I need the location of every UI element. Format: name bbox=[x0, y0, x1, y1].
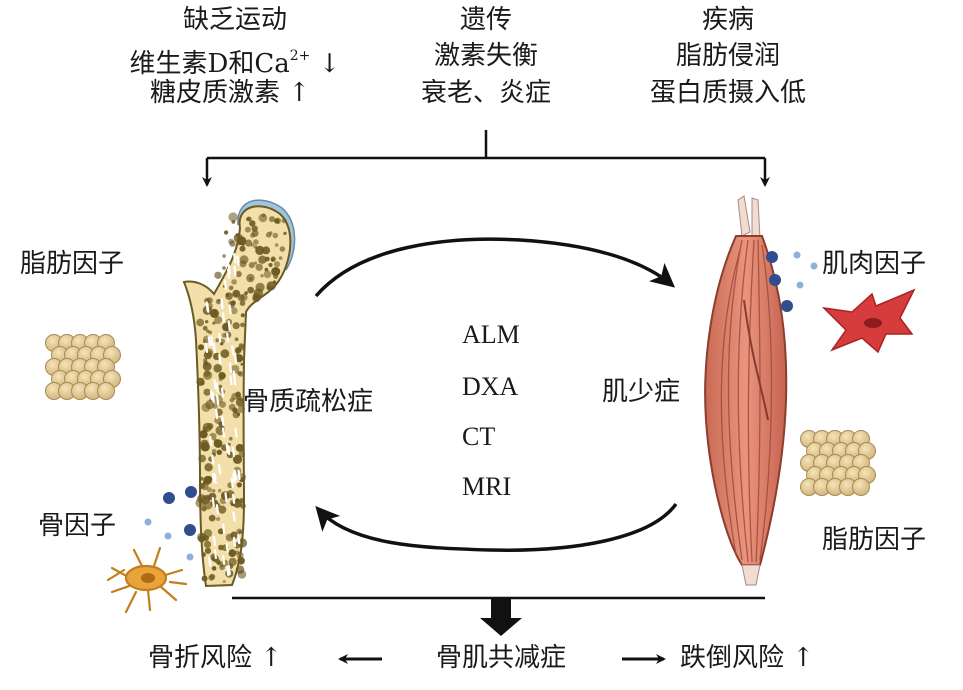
label-osteosarcopenia: 骨肌共减症 bbox=[435, 643, 567, 673]
label-osteoporosis: 骨质疏松症 bbox=[243, 387, 374, 417]
fat-cluster-right bbox=[800, 430, 876, 496]
cause-aging-inflammation: 衰老、炎症 bbox=[420, 78, 552, 108]
method-dxa: DXA bbox=[462, 372, 519, 401]
curved-arrow-bone-to-muscle bbox=[314, 237, 676, 298]
label-fracture-risk: 骨折风险 ↑ bbox=[148, 643, 283, 673]
muscle-illustration bbox=[704, 195, 788, 586]
label-myokine: 肌肉因子 bbox=[822, 249, 927, 279]
cause-vitamin-d-calcium: 维生素D和Ca2+ ↓ bbox=[129, 48, 341, 79]
method-mri: MRI bbox=[462, 472, 512, 501]
label-adipokine-left: 脂肪因子 bbox=[20, 249, 125, 279]
femur-bone-illustration bbox=[182, 199, 296, 588]
cause-genetics: 遗传 bbox=[459, 5, 513, 35]
label-bone-factor: 骨因子 bbox=[38, 511, 117, 541]
cause-hormone-imbalance: 激素失衡 bbox=[433, 41, 539, 71]
label-fall-risk: 跌倒风险 ↑ bbox=[680, 643, 815, 673]
cause-fat-infiltration: 脂肪侵润 bbox=[675, 41, 781, 71]
cause-low-protein-intake: 蛋白质摄入低 bbox=[649, 78, 807, 108]
bottom-convergence bbox=[232, 596, 765, 636]
label-adipokine-right: 脂肪因子 bbox=[822, 525, 927, 555]
fat-cluster-left bbox=[45, 334, 121, 400]
cause-lack-of-exercise: 缺乏运动 bbox=[182, 5, 288, 35]
cause-glucocorticoid: 糖皮质激素 ↑ bbox=[149, 78, 311, 108]
method-alm: ALM bbox=[462, 320, 520, 349]
cause-disease: 疾病 bbox=[701, 5, 755, 35]
muscle-cell-icon bbox=[821, 288, 916, 354]
bone-factor-dots bbox=[144, 486, 197, 561]
muscle-factor-dots bbox=[766, 251, 818, 312]
top-bracket-connector bbox=[202, 130, 770, 187]
method-ct: CT bbox=[462, 422, 496, 451]
osteocyte-cell-icon bbox=[106, 546, 188, 614]
label-sarcopenia: 肌少症 bbox=[602, 377, 681, 407]
curved-arrow-muscle-to-bone bbox=[315, 502, 678, 552]
